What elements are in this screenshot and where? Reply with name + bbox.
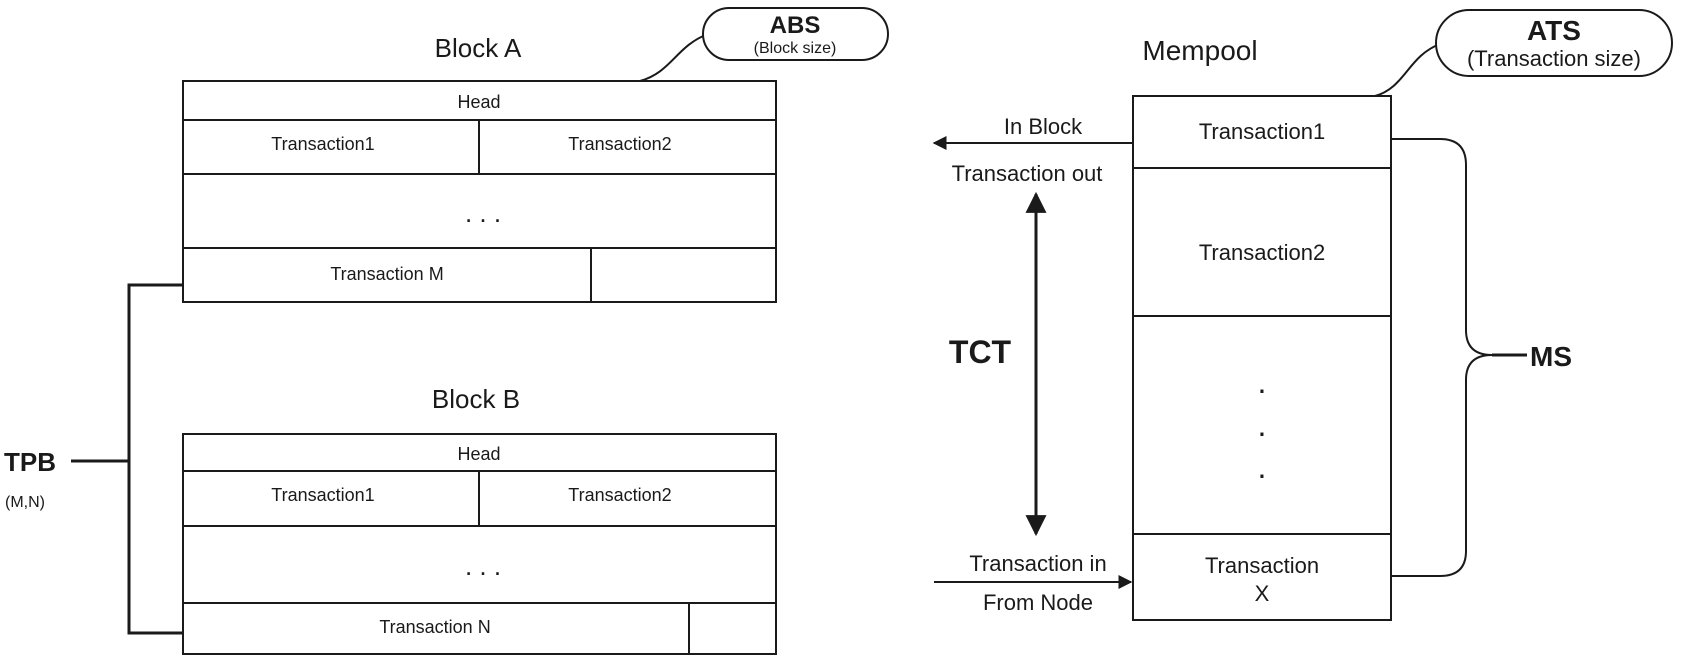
mempool-title: Mempool	[1142, 35, 1257, 66]
block-a: Block A Head Transaction1 Transaction2 .…	[182, 33, 777, 303]
transaction-out-label-2: Transaction out	[952, 161, 1103, 186]
mempool: Mempool Transaction1 Transaction2 . . . …	[1132, 35, 1392, 621]
ats-callout: ATS (Transaction size)	[1374, 9, 1673, 97]
transaction-out-label-1: In Block	[1004, 114, 1083, 139]
block-a-transaction2: Transaction2	[568, 134, 671, 154]
block-a-transaction1: Transaction1	[271, 134, 374, 154]
mempool-transaction-x-line2: X	[1255, 581, 1270, 606]
block-b-ellipsis: . . .	[465, 551, 501, 581]
mempool-dot-3: .	[1258, 449, 1267, 485]
abs-bubble	[702, 7, 889, 61]
transaction-out-flow: In Block Transaction out	[932, 114, 1133, 186]
tct-label: TCT	[949, 334, 1012, 370]
block-b-transaction2: Transaction2	[568, 485, 671, 505]
ats-bubble	[1435, 9, 1673, 77]
block-a-transaction-m: Transaction M	[330, 264, 443, 284]
transaction-in-label-1: Transaction in	[969, 551, 1106, 576]
ms-label: MS	[1530, 341, 1572, 372]
block-a-frame	[182, 80, 777, 303]
block-b-title: Block B	[432, 384, 520, 414]
transaction-in-flow: Transaction in From Node	[934, 551, 1133, 615]
block-b: Block B Head Transaction1 Transaction2 .…	[182, 384, 777, 655]
mempool-frame	[1132, 95, 1392, 621]
mempool-dot-2: .	[1258, 407, 1267, 443]
tpb-sublabel: (M,N)	[5, 494, 45, 511]
tpb-bracket: TPB (M,N)	[4, 283, 183, 635]
mempool-transaction-x-line1: Transaction	[1205, 553, 1319, 578]
block-b-head: Head	[457, 444, 500, 464]
tct-span: TCT	[949, 191, 1047, 537]
mempool-dot-1: .	[1258, 364, 1267, 400]
block-a-title: Block A	[435, 33, 522, 63]
tpb-label: TPB	[4, 447, 56, 477]
block-b-transaction-n: Transaction N	[379, 617, 490, 637]
ms-brace: MS	[1391, 138, 1572, 577]
mempool-transaction1: Transaction1	[1199, 119, 1325, 144]
block-a-ellipsis: . . .	[465, 198, 501, 228]
abs-callout: ABS (Block size)	[639, 7, 889, 82]
transaction-in-label-2: From Node	[983, 590, 1093, 615]
ats-sublabel: (Transaction size)	[1467, 46, 1641, 71]
ats-label: ATS	[1527, 15, 1581, 46]
abs-label: ABS	[770, 12, 821, 39]
mempool-transaction2: Transaction2	[1199, 240, 1325, 265]
abs-sublabel: (Block size)	[754, 40, 837, 57]
block-b-transaction1: Transaction1	[271, 485, 374, 505]
block-a-head: Head	[457, 92, 500, 112]
